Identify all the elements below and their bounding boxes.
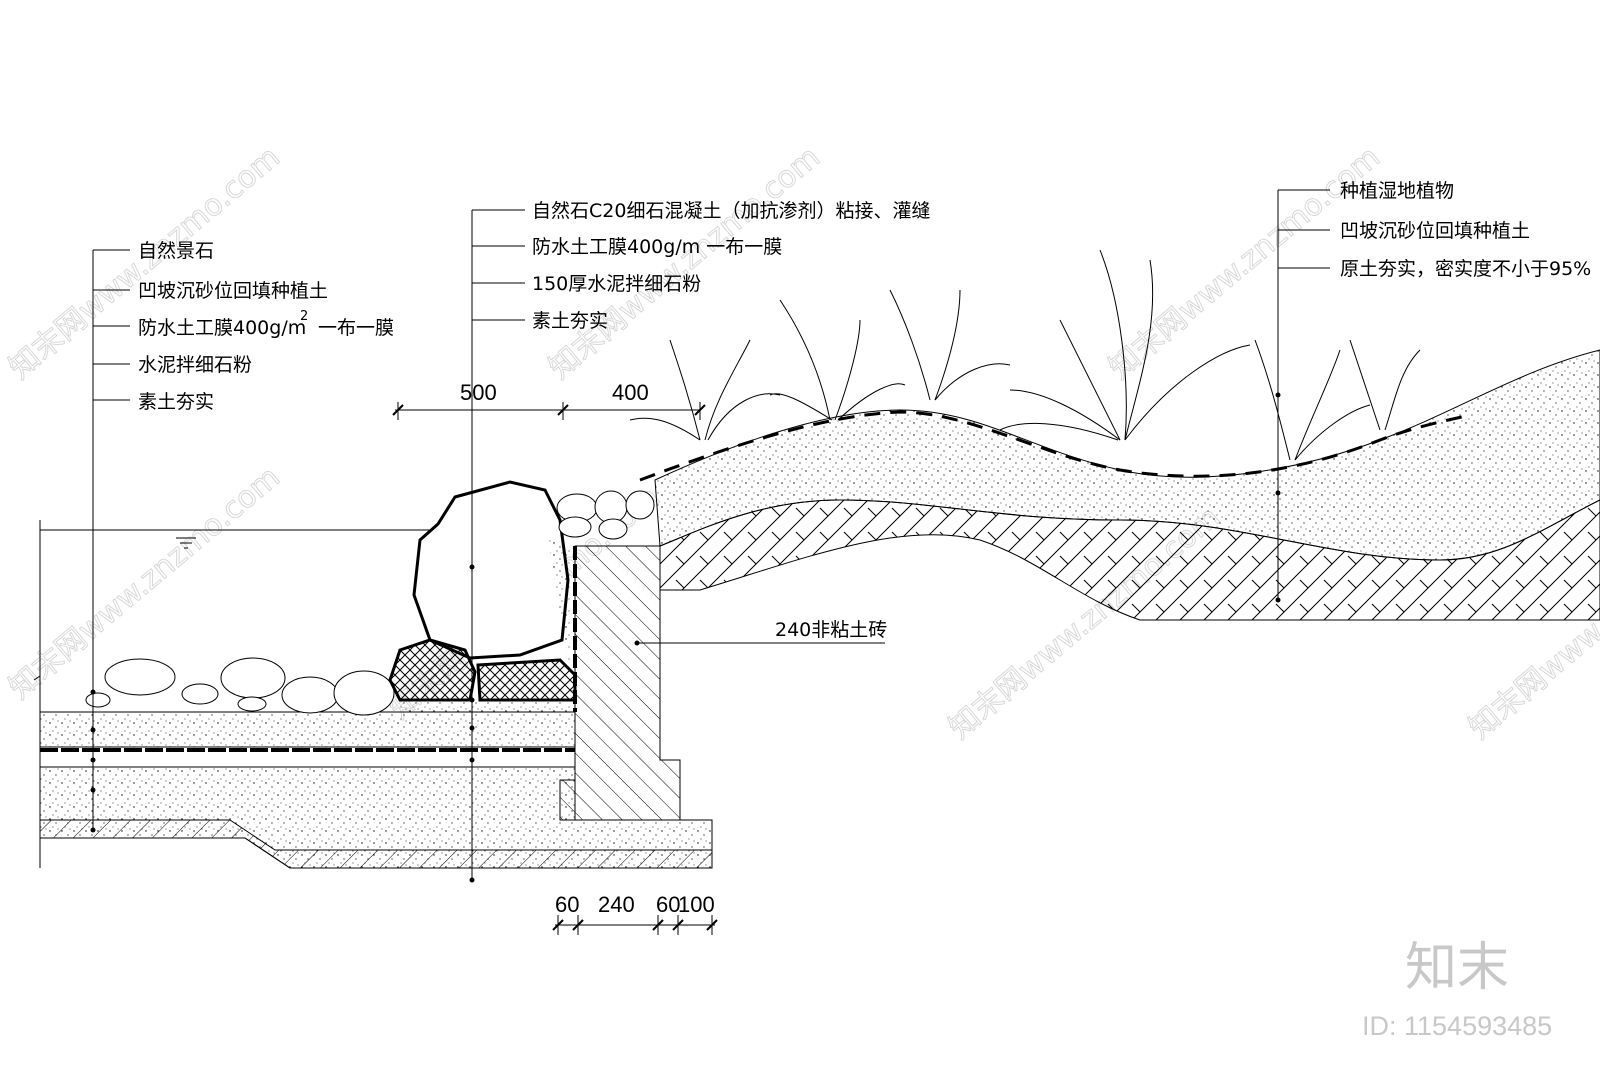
- label-brick-wall: 240非粘土砖: [775, 619, 887, 641]
- dim-100: 100: [678, 892, 715, 917]
- dim-60-b: 60: [656, 892, 680, 917]
- dim-60-a: 60: [555, 892, 579, 917]
- label-compaction: 原土夯实，密实度不小于95%: [1340, 258, 1591, 280]
- leader-dots: [90, 392, 1281, 883]
- left-label-group: 自然景石 凹坡沉砂位回填种植土 防水土工膜400g/m 2 一布一膜 水泥拌细石…: [138, 240, 394, 413]
- brand-watermark: 知末 ID: 1154593485: [1362, 938, 1552, 1041]
- label-natural-rock: 自然景石: [138, 240, 214, 262]
- pebbles: [85, 657, 395, 716]
- label-membrane: 防水土工膜400g/m: [138, 317, 306, 339]
- dim-240: 240: [598, 892, 635, 917]
- basin-layers: [39, 711, 713, 869]
- label-membrane-type: 一布一膜: [318, 317, 394, 339]
- middle-label-group: 自然石C20细石混凝土（加抗渗剂）粘接、灌缝 防水土工膜400g/m 一布一膜 …: [532, 200, 930, 332]
- brand-logo: 知末: [1405, 938, 1509, 998]
- label-compacted-mid: 素土夯实: [532, 310, 608, 332]
- planting-slope: [639, 349, 1600, 621]
- dimension-texts: 500 400 60 240 60 100: [460, 380, 715, 917]
- image-id: ID: 1154593485: [1362, 1011, 1552, 1041]
- label-wetland-plants: 种植湿地植物: [1340, 180, 1454, 202]
- right-label-group: 种植湿地植物 凹坡沉砂位回填种植土 原土夯实，密实度不小于95%: [1340, 180, 1591, 280]
- wetland-plants: [629, 249, 1421, 461]
- label-backfill-right: 凹坡沉砂位回填种植土: [1340, 220, 1530, 242]
- svg-text:知末网www.znzmo.com: 知末网www.znzmo.com: [543, 140, 827, 386]
- water-level: [33, 520, 440, 868]
- label-backfill-soil: 凹坡沉砂位回填种植土: [138, 280, 328, 302]
- dimension-lines: [392, 402, 718, 935]
- leader-lines: [92, 189, 1330, 880]
- dim-400: 400: [612, 380, 649, 405]
- label-compacted-soil: 素土夯实: [138, 391, 214, 413]
- dim-500: 500: [460, 380, 497, 405]
- svg-text:知末网www.znzmo.com: 知末网www.znzmo.com: [3, 140, 287, 386]
- label-150-cement: 150厚水泥拌细石粉: [532, 273, 701, 295]
- label-c20-concrete: 自然石C20细石混凝土（加抗渗剂）粘接、灌缝: [532, 200, 930, 222]
- natural-rock: [388, 480, 655, 712]
- label-cement-stone: 水泥拌细石粉: [138, 354, 252, 376]
- label-membrane-sup: 2: [300, 309, 308, 324]
- label-membrane-mid: 防水土工膜400g/m 一布一膜: [532, 236, 782, 258]
